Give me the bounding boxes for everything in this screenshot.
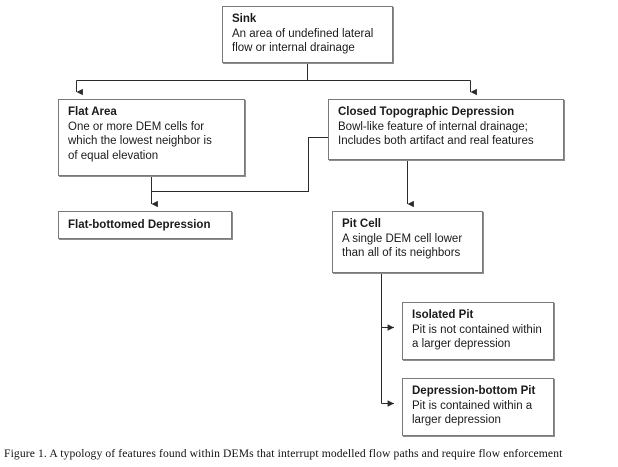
node-sink: Sink An area of undefined lateral flow o… [222,6,393,63]
node-flat-area-description: One or more DEM cells for which the lowe… [68,120,212,162]
node-flat-area: Flat Area One or more DEM cells for whic… [58,99,245,176]
node-depression-bottom-pit-description: Pit is contained within a larger depress… [412,399,533,427]
node-pit-cell-title: Pit Cell [342,218,381,230]
node-sink-title: Sink [232,13,257,25]
node-depression-bottom-pit: Depression-bottom Pit Pit is contained w… [402,378,554,436]
node-depression-bottom-pit-title: Depression-bottom Pit [412,385,536,397]
node-isolated-pit: Isolated Pit Pit is not contained within… [402,302,554,360]
flowchart-diagram: Sink An area of undefined lateral flow o… [58,6,564,436]
node-sink-description: An area of undefined lateral flow or int… [232,27,374,55]
node-closed-topographic-depression-title: Closed Topographic Depression [338,106,515,118]
figure-caption: Figure 1. A typology of features found w… [4,447,563,460]
node-pit-cell: Pit Cell A single DEM cell lower than al… [332,211,483,273]
node-flat-area-title: Flat Area [68,106,117,118]
node-flat-bottomed-depression: Flat-bottomed Depression [58,211,232,239]
node-flat-bottomed-depression-title: Flat-bottomed Depression [68,219,211,231]
node-isolated-pit-title: Isolated Pit [412,309,474,321]
node-closed-topographic-depression: Closed Topographic Depression Bowl-like … [328,99,564,160]
node-isolated-pit-description: Pit is not contained within a larger dep… [412,323,542,351]
node-closed-topographic-depression-description: Bowl-like feature of internal drainage; … [338,120,534,148]
node-pit-cell-description: A single DEM cell lower than all of its … [342,232,463,260]
